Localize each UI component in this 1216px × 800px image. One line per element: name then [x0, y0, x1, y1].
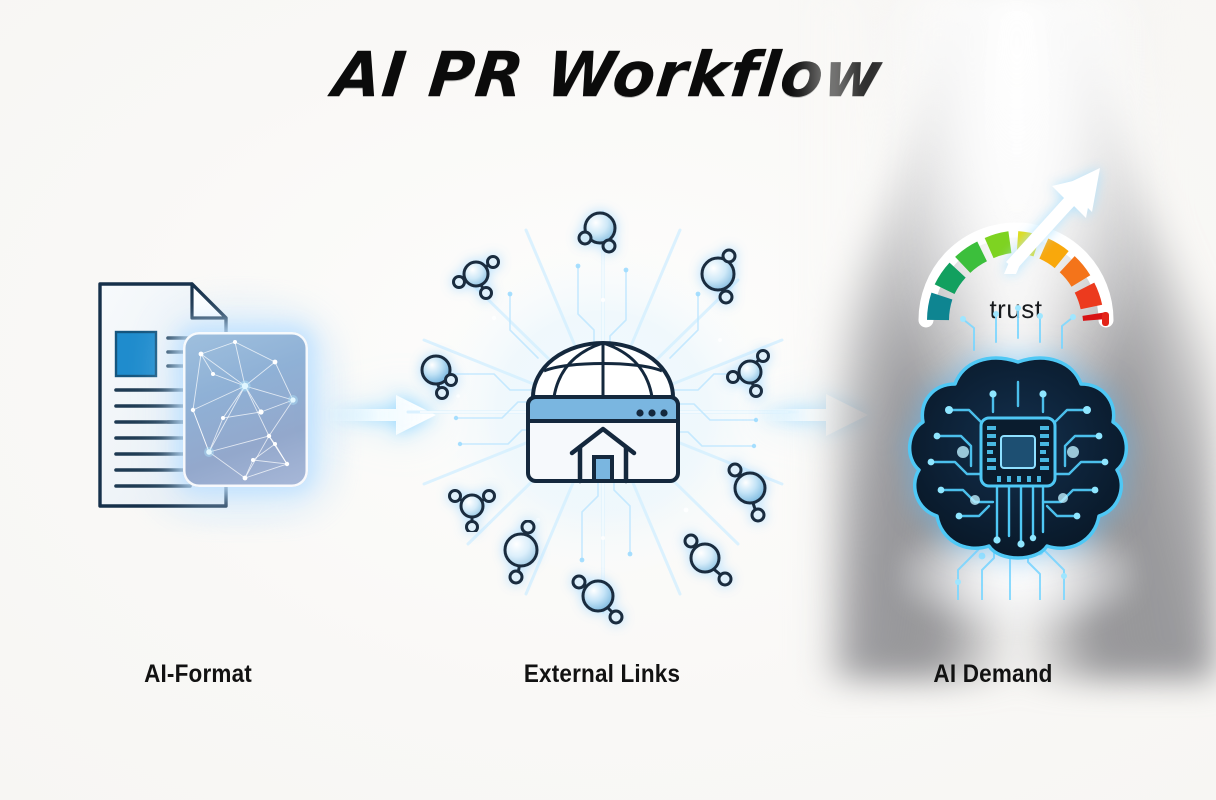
stage-ai-demand: trust [818, 0, 1216, 800]
molecule-node [571, 574, 624, 625]
circuit-brain-icon [908, 356, 1128, 560]
molecule-node [683, 533, 733, 587]
trust-gauge: trust [916, 168, 1116, 336]
molecule-node [452, 255, 500, 300]
stage-ai-format [80, 270, 350, 530]
caption-ai-format: AI-Format [144, 660, 252, 688]
molecule-node [577, 211, 617, 254]
caption-ai-demand: AI Demand [933, 660, 1053, 688]
molecule-node [727, 462, 767, 523]
stage-external-links [398, 190, 808, 625]
caption-external-links: External Links [523, 660, 681, 688]
molecule-node [726, 349, 770, 398]
molecule-node [448, 489, 496, 532]
molecule-node [700, 248, 737, 305]
trust-gauge-arrow-icon [1004, 168, 1100, 274]
molecule-node [503, 520, 539, 585]
molecule-node [420, 354, 458, 400]
network-mesh-panel [183, 332, 308, 487]
globe-browser-house-icon [526, 341, 680, 484]
arrow-format-to-links [330, 385, 440, 445]
network-mesh-graph [190, 340, 298, 481]
